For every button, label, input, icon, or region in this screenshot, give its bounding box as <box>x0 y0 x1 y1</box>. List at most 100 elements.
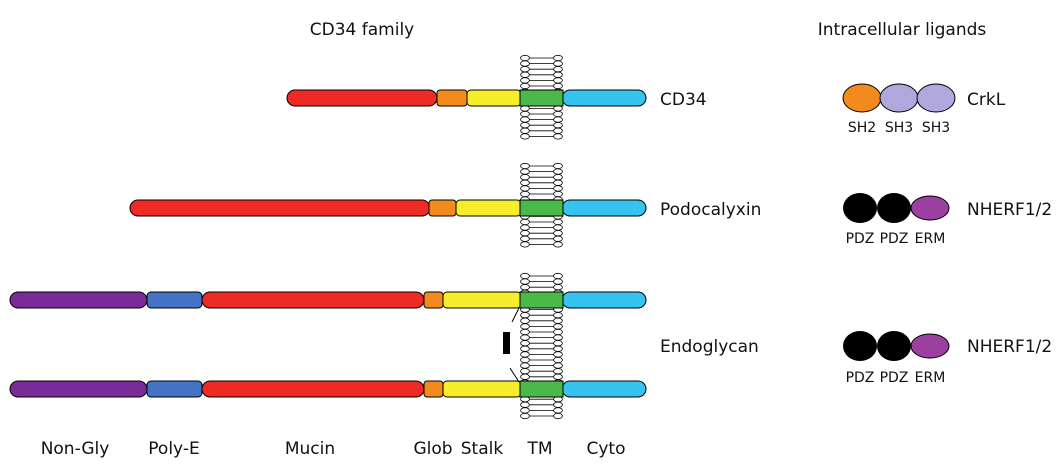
lipid-head <box>553 407 563 414</box>
lipid-head <box>520 351 530 358</box>
lipid-head <box>553 127 563 134</box>
legend-stalk: Stalk <box>461 439 504 459</box>
endoglycan-stalk-domain <box>442 380 522 398</box>
lipid-head <box>520 71 530 78</box>
pdz-domain <box>877 331 911 361</box>
lipid-head <box>553 362 563 369</box>
lipid-head <box>553 373 563 380</box>
ligand-name-nherf: NHERF1/2 <box>967 337 1052 357</box>
lipid-head <box>520 122 530 129</box>
sh3-domain <box>879 83 919 113</box>
lipid-head <box>553 110 563 118</box>
lipid-head <box>520 356 530 364</box>
ligand-name-crkl: CrkL <box>967 90 1006 110</box>
cd34-stalk-domain <box>466 89 522 107</box>
pdz-domain <box>877 193 911 223</box>
ligand-domain-label: SH3 <box>922 120 950 136</box>
lipid-head <box>520 105 530 112</box>
lipid-head <box>520 284 530 291</box>
lipid-head <box>520 401 530 408</box>
cd34-cyto-domain <box>561 89 647 107</box>
lipid-head <box>520 241 530 248</box>
lipid-head <box>520 133 530 140</box>
ligand-domain-label: SH2 <box>848 120 876 136</box>
endoglycan-protein-upper <box>9 291 647 309</box>
cd34-glob-domain <box>436 89 468 107</box>
endoglycan-polye-domain <box>146 291 203 309</box>
lipid-head <box>553 122 563 129</box>
sh3-domain <box>916 83 956 113</box>
protein-name-podocalyxin: Podocalyxin <box>660 200 761 220</box>
lipid-head <box>553 278 563 285</box>
lipid-head <box>553 77 563 84</box>
lipid-head <box>520 312 530 319</box>
lipid-head <box>553 328 563 336</box>
legend-poly-e: Poly-E <box>148 439 199 459</box>
lipid-head <box>553 317 563 324</box>
domain-legend: Non-Gly Poly-E Mucin Glob Stalk TM Cyto <box>41 439 626 459</box>
lipid-head <box>553 105 563 112</box>
podocalyxin-mucin-domain <box>129 199 431 217</box>
lipid-head <box>520 162 530 170</box>
lipid-head <box>553 224 563 231</box>
podocalyxin-stalk-domain <box>455 199 522 217</box>
lipid-head <box>520 407 530 414</box>
pdz-domain <box>843 331 877 361</box>
lipid-head <box>520 185 530 192</box>
ligand-crkl: SH2 SH3 SH3 CrkL <box>842 83 1006 136</box>
lipid-head <box>520 278 530 285</box>
ligand-domain-label: PDZ <box>846 370 875 386</box>
lipid-head <box>520 224 530 231</box>
ligand-domain-label: PDZ <box>880 231 909 247</box>
lipid-head <box>520 340 530 347</box>
lipid-head <box>520 168 530 175</box>
podocalyxin-protein <box>129 199 647 217</box>
lipid-head <box>520 368 530 375</box>
ligand-domain-label: SH3 <box>885 120 913 136</box>
lipid-head <box>553 54 563 62</box>
lipid-head <box>520 116 530 123</box>
lipid-head <box>520 82 530 90</box>
legend-glob: Glob <box>413 439 452 459</box>
endoglycan-dimer-link <box>503 307 520 383</box>
ligand-name-nherf: NHERF1/2 <box>967 200 1052 220</box>
lipid-head <box>520 230 530 237</box>
erm-domain <box>910 195 950 221</box>
lipid-head <box>553 284 563 291</box>
ligand-nherf-podocalyxin: PDZ PDZ ERM NHERF1/2 <box>843 193 1052 247</box>
lipid-head <box>520 272 530 280</box>
lipid-head <box>520 60 530 67</box>
lipid-head <box>520 110 530 118</box>
legend-cyto: Cyto <box>587 439 626 459</box>
lipid-head <box>520 345 530 352</box>
ligand-nherf-endoglycan: PDZ PDZ ERM NHERF1/2 <box>843 331 1052 386</box>
endoglycan-polye-domain <box>146 380 203 398</box>
lipid-head <box>520 54 530 62</box>
pdz-domain <box>843 193 877 223</box>
family-header: CD34 family <box>310 20 414 40</box>
legend-non-gly: Non-Gly <box>41 439 110 459</box>
lipid-head <box>553 230 563 237</box>
podocalyxin-glob-domain <box>428 199 457 217</box>
endoglycan-glob-domain <box>423 380 444 398</box>
lipid-head <box>520 66 530 73</box>
lipid-head <box>520 328 530 336</box>
lipid-head <box>553 401 563 408</box>
cd34-mucin-domain <box>286 89 438 107</box>
cd34-protein <box>286 89 647 107</box>
endoglycan-stalk-domain <box>442 291 522 309</box>
lipid-head <box>553 323 563 330</box>
legend-mucin: Mucin <box>285 439 335 459</box>
lipid-head <box>553 162 563 170</box>
protein-name-cd34: CD34 <box>660 90 707 110</box>
lipid-head <box>553 71 563 78</box>
lipid-head <box>520 218 530 226</box>
ligands-header: Intracellular ligands <box>818 20 987 40</box>
lipid-head <box>553 235 563 242</box>
endoglycan-cyto-domain <box>561 380 647 398</box>
lipid-head <box>553 351 563 358</box>
ligand-domain-label: PDZ <box>880 370 909 386</box>
lipid-head <box>553 168 563 175</box>
endoglycan-nongly-domain <box>9 291 148 309</box>
ligand-domain-label: ERM <box>915 231 946 247</box>
